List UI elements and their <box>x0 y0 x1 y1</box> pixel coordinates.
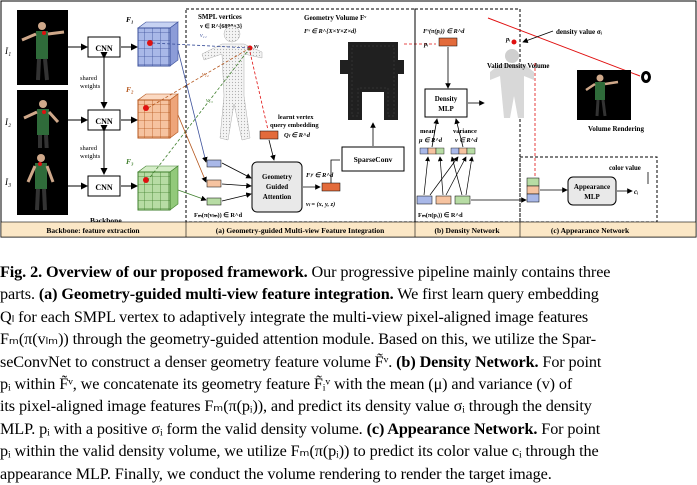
geometry-volume <box>340 42 404 120</box>
caption-line-9: pᵢ within the valid density volume, we u… <box>0 442 599 461</box>
appearance-mlp-label-1: Appearance <box>574 183 610 191</box>
section-appearance: (c) Appearance Network <box>551 226 630 235</box>
cnn-block-2: CNN <box>87 109 121 131</box>
caption-line-3: Qₗ for each SMPL vertex to adaptively in… <box>0 307 589 326</box>
fv-pi-formula: Fᵛ(π(pᵢ)) ∈ R^d <box>423 28 465 35</box>
shared-weights-1b: weights <box>80 83 101 90</box>
cnn-label-3: CNN <box>95 183 113 192</box>
pi-label-b: pᵢ <box>423 41 428 48</box>
view-image-3 <box>17 148 68 215</box>
mean-label: mean <box>420 128 436 135</box>
section-density: (b) Density Network <box>435 226 501 235</box>
caption-line-2: parts. (a) Geometry-guided multi-view fe… <box>0 285 599 304</box>
section-label-bar: Backbone: feature extraction (a) Geometr… <box>0 221 697 238</box>
view-label-1: I₁ <box>4 46 11 56</box>
section-geometry: (a) Geometry-guided Multi-view Feature I… <box>216 226 385 235</box>
volume-rendering-label: Volume Rendering <box>588 125 644 133</box>
smpl-vertices-formula: v ∈ R^{6890×3} <box>200 23 243 30</box>
caption-line-4: Fₘ(π(vₗₘ)) through the geometry-guided a… <box>0 330 597 349</box>
shared-weights-1: shared <box>80 75 98 82</box>
feature-label-1: F₁ <box>126 15 134 24</box>
caption-line-8: MLP. pᵢ with a positive σᵢ form the vali… <box>0 419 601 438</box>
query-formula: Qₗ ∈ R^d <box>284 132 311 139</box>
rendered-image <box>577 70 631 120</box>
sparseconv-label: SparseConv <box>354 155 393 164</box>
attention-label-1: Geometry <box>262 173 292 181</box>
smpl-mesh <box>201 25 263 141</box>
pixel-aligned-tokens <box>206 159 222 206</box>
cnn-block-1: CNN <box>87 36 121 58</box>
feature-label-3: F₃ <box>126 157 134 166</box>
caption-line-1: Fig. 2. Overview of our proposed framewo… <box>0 263 611 281</box>
sparseconv-block: SparseConv <box>341 146 405 172</box>
cnn-label-2: CNN <box>95 117 113 126</box>
geometry-volume-title: Geometry Volume Fᵛ <box>304 14 367 22</box>
query-embedding-token <box>259 130 279 140</box>
feature-label-2: F₂ <box>126 85 134 94</box>
fm-pi-formula: Fₘ(π(pᵢ)) ∈ R^d <box>418 212 463 219</box>
caption-line-5: seConvNet to construct a denser geometry… <box>0 352 602 371</box>
fm-vlm-formula: Fₘ(π(vₗₘ)) ∈ R^d <box>194 212 243 219</box>
view-image-2 <box>17 90 68 158</box>
shared-weights-2: shared <box>80 145 98 152</box>
attention-label-3: Attention <box>263 193 291 201</box>
view-image-1 <box>17 10 68 85</box>
shared-weights-2b: weights <box>80 153 101 160</box>
smpl-v11: v₁₁ <box>200 33 207 39</box>
view-label-3: I₃ <box>4 177 11 187</box>
density-mlp-label-1: Density <box>435 95 458 103</box>
variance-formula: v ∈ R^d <box>455 137 478 144</box>
feature-map-3 <box>137 165 179 211</box>
valid-density-volume-label: Valid Density Volume <box>487 63 549 70</box>
color-value-label: color value <box>609 165 641 172</box>
smpl-vl-label: vₗ <box>254 43 259 50</box>
cnn-label-1: CNN <box>95 44 113 53</box>
learnt-query-line1: learnt vertex <box>278 114 314 121</box>
attention-label-2: Guided <box>266 183 288 191</box>
variance-label: variance <box>453 128 477 135</box>
cnn-block-3: CNN <box>87 175 121 197</box>
appearance-mlp-label-2: MLP <box>584 193 600 201</box>
density-value-label: density value σᵢ <box>556 28 603 36</box>
feature-map-1 <box>137 21 179 67</box>
valid-density-volume <box>490 39 534 118</box>
backbone-label: Backbone <box>90 216 122 225</box>
appearance-mlp-block: Appearance MLP <box>567 176 617 206</box>
framework-figure: I₁ I₂ I₃ CNN CNN CNN shared weights shar… <box>0 0 697 238</box>
fv-l-formula: Fₗᵛ ∈ R^d <box>306 172 334 179</box>
section-backbone: Backbone: feature extraction <box>46 226 140 235</box>
mean-variance-tokens <box>419 147 476 155</box>
pixel-feature-tokens-b <box>416 195 471 205</box>
density-mlp-block: Density MLP <box>424 88 468 118</box>
feature-map-2 <box>137 93 179 139</box>
density-mlp-label-2: MLP <box>438 105 454 113</box>
fv-l-token <box>321 182 341 192</box>
figure-caption: Fig. 2. Overview of our proposed framewo… <box>0 261 697 485</box>
geometry-volume-formula: Fᵛ ∈ R^{X×Y×Z×d} <box>304 28 357 35</box>
appearance-input-tokens <box>526 177 540 203</box>
smpl-v12: v₁₂ <box>202 72 209 78</box>
view-label-2: I₂ <box>4 117 11 127</box>
pi-label-c: pᵢ <box>505 36 510 43</box>
smpl-vertices-title: SMPL vertices <box>198 13 242 21</box>
color-ci-label: cᵢ <box>634 188 638 196</box>
caption-line-6: pᵢ within F̃ᵛ, we concatenate its geomet… <box>0 374 573 393</box>
mean-formula: μ ∈ R^d <box>418 137 443 144</box>
caption-line-10: appearance MLP. Finally, we conduct the … <box>0 464 552 483</box>
v-xyz-label: vₗ = (x, y, z) <box>306 201 335 208</box>
learnt-query-line2: query embedding <box>270 122 319 129</box>
geometry-guided-attention-block: Geometry Guided Attention <box>251 161 303 213</box>
camera-icon <box>641 71 651 83</box>
fv-pi-token <box>438 37 458 47</box>
caption-line-7: its pixel-aligned image features Fₘ(π(pᵢ… <box>0 397 592 416</box>
